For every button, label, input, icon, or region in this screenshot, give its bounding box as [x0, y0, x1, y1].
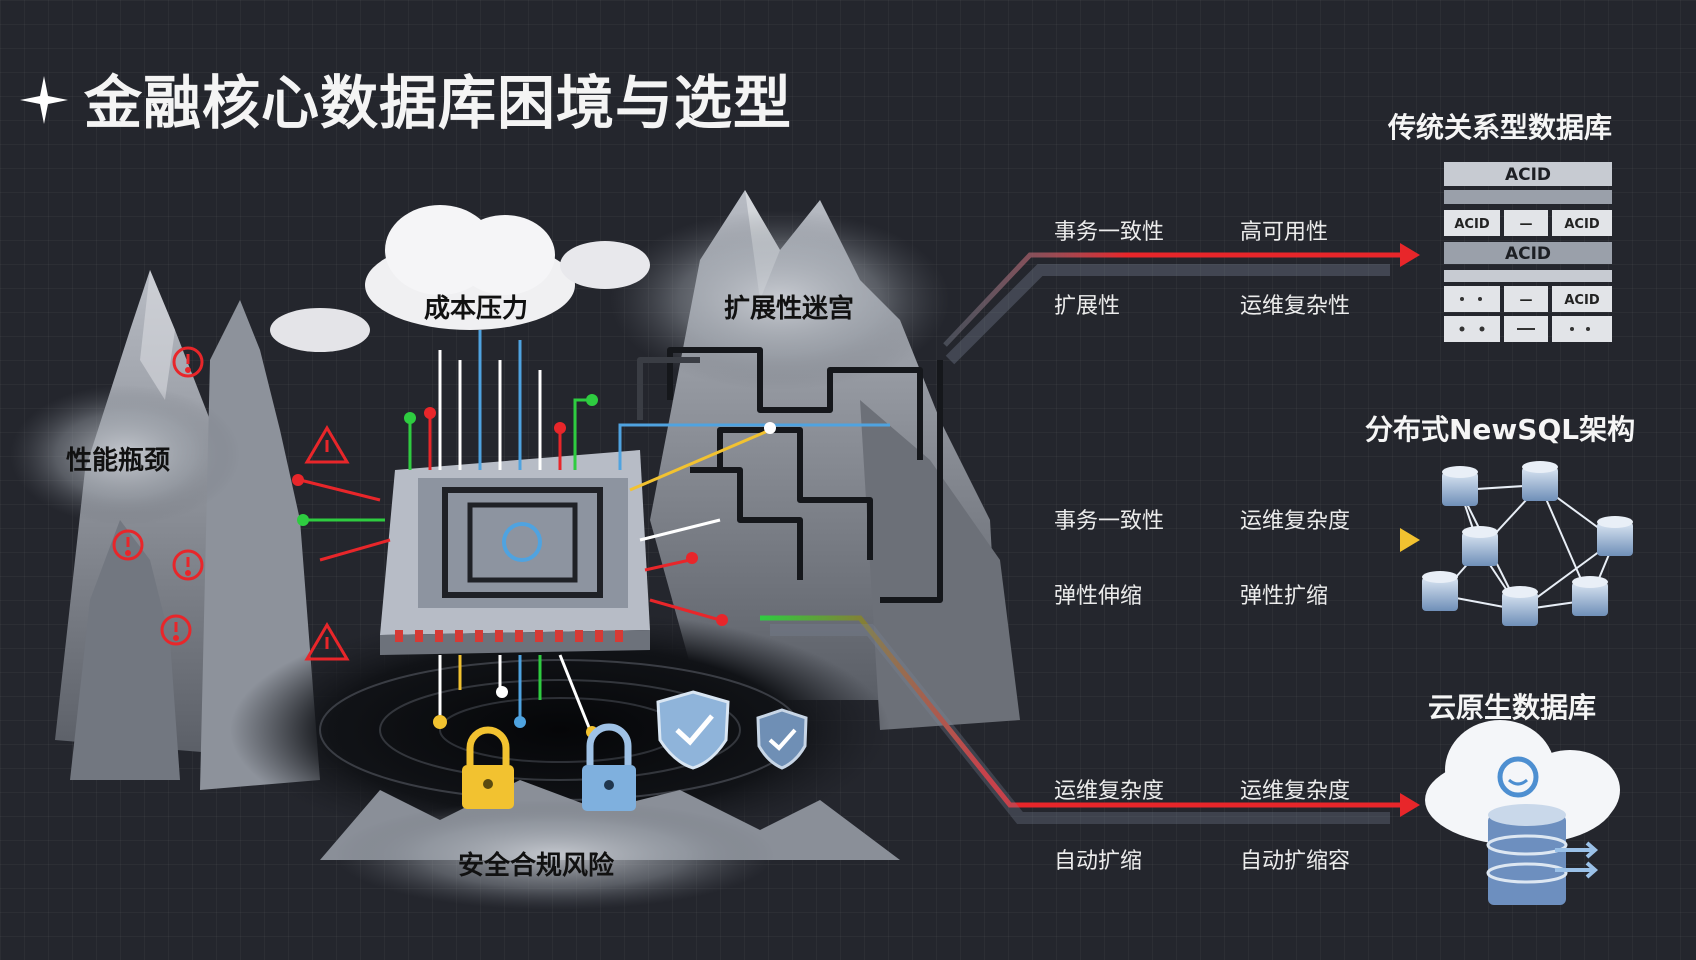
- route-label: 自动扩缩容: [1240, 849, 1351, 874]
- route-label: 自动扩缩: [1054, 849, 1143, 874]
- warning-icon: [172, 346, 204, 378]
- security-abyss: [230, 610, 900, 910]
- database-icon: [1486, 804, 1599, 905]
- route-title-newsql: 分布式NewSQL架构: [1365, 413, 1636, 446]
- page-title: 金融核心数据库困境与选型: [84, 69, 793, 137]
- cost-cloud: [270, 205, 650, 352]
- route-title-cloudnative: 云原生数据库: [1428, 691, 1597, 724]
- maze: [637, 347, 943, 603]
- route-arrow-cloudnative: [760, 615, 1420, 824]
- zone-label-performance: 性能瓶颈: [66, 446, 171, 476]
- database-icon: [1597, 516, 1633, 556]
- processor-chip-icon: [380, 450, 650, 655]
- table-cell: —: [1520, 293, 1533, 308]
- database-icon: [1502, 586, 1538, 626]
- lock-icon: [462, 726, 514, 809]
- route-arrow-traditional: [943, 243, 1420, 365]
- table-header: ACID: [1505, 165, 1551, 185]
- route-title-traditional: 传统关系型数据库: [1388, 111, 1613, 144]
- table-cell: —: [1520, 217, 1533, 232]
- database-icon: [1522, 461, 1558, 501]
- route-label: 弹性扩缩: [1240, 584, 1329, 609]
- database-icon: [1572, 576, 1608, 616]
- circuit-traces: [292, 330, 890, 738]
- relational-table-icon: ACID ACID — ACID ACID — ACID: [1444, 162, 1612, 342]
- table-cell: ACID: [1564, 217, 1599, 232]
- shield-check-icon: [756, 708, 808, 770]
- zone-label-security: 安全合规风险: [458, 851, 615, 881]
- database-icon: [1462, 526, 1498, 566]
- warning-icon: [304, 622, 350, 661]
- warning-icon: [172, 549, 204, 581]
- table-subheader: ACID: [1505, 244, 1551, 264]
- route-label: 运维复杂度: [1240, 779, 1351, 804]
- cloud-icon: [1425, 720, 1620, 845]
- table-cell: ACID: [1564, 293, 1599, 308]
- route-label: 扩展性: [1054, 294, 1121, 319]
- shield-check-icon: [656, 690, 730, 770]
- zone-label-cost: 成本压力: [424, 294, 529, 324]
- warning-icon: [160, 614, 192, 646]
- table-cell: ACID: [1454, 217, 1489, 232]
- route-label: 运维复杂性: [1240, 294, 1351, 319]
- route-label: 事务一致性: [1054, 220, 1165, 245]
- route-label: 运维复杂度: [1240, 509, 1351, 534]
- warning-icon: [112, 529, 144, 561]
- route-label: 弹性伸缩: [1054, 584, 1143, 609]
- warning-icon: [304, 425, 350, 464]
- route-label: 高可用性: [1240, 220, 1329, 245]
- sparkle-icon: [20, 76, 68, 124]
- route-arrow-newsql: [760, 528, 1420, 552]
- route-label: 事务一致性: [1054, 509, 1165, 534]
- zone-label-scalability: 扩展性迷宫: [724, 294, 855, 324]
- database-icon: [1422, 571, 1458, 611]
- lock-icon: [582, 723, 636, 811]
- distributed-network-icon: [1422, 461, 1633, 626]
- database-icon: [1442, 466, 1478, 506]
- route-label: 运维复杂度: [1054, 779, 1165, 804]
